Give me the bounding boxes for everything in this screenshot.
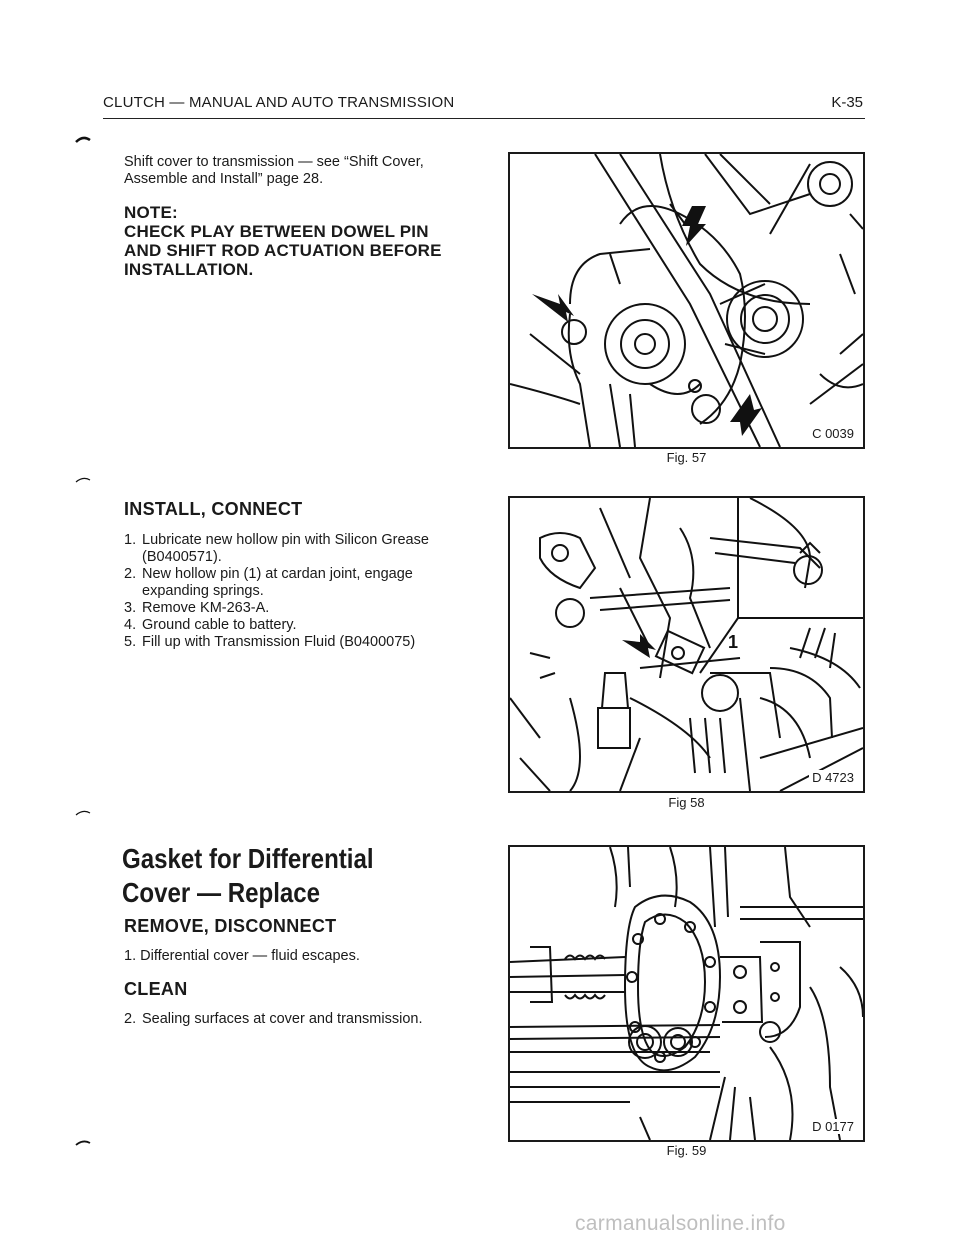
- figure-59-caption: Fig. 59: [666, 1143, 707, 1158]
- margin-bracket-icon: [75, 136, 91, 143]
- list-item: 1.Lubricate new hollow pin with Silicon …: [124, 532, 429, 565]
- shift-cover-text: Shift cover to transmission — see “Shift…: [124, 154, 424, 187]
- header-title: CLUTCH — MANUAL AND AUTO TRANSMISSION: [103, 94, 455, 111]
- figure-58-image: 1 D 4723: [508, 496, 865, 793]
- remove-disconnect-heading: REMOVE, DISCONNECT: [124, 916, 337, 936]
- margin-bracket-icon: [75, 810, 91, 816]
- list-item: 5.Fill up with Transmission Fluid (B0400…: [124, 634, 416, 650]
- section-title-line1: Gasket for Differential: [122, 843, 374, 874]
- note-text: CHECK PLAY BETWEEN DOWEL PIN AND SHIFT R…: [124, 222, 442, 279]
- figure-58-callout: 1: [728, 632, 738, 652]
- figure-57-caption: Fig. 57: [666, 450, 707, 465]
- margin-bracket-icon: [75, 1140, 91, 1146]
- differential-cover-drawing: [510, 847, 863, 1140]
- figure-58-caption: Fig 58: [668, 795, 705, 810]
- clean-heading: CLEAN: [124, 979, 188, 999]
- section-title-line2: Cover — Replace: [122, 877, 321, 908]
- pointer-arrow-icon: [622, 634, 656, 658]
- install-steps-list: 1.Lubricate new hollow pin with Silicon …: [124, 532, 444, 651]
- margin-bracket-icon: [75, 477, 91, 483]
- list-item: 4.Ground cable to battery.: [124, 617, 297, 633]
- install-connect-heading: INSTALL, CONNECT: [124, 499, 303, 519]
- clean-step: 2. Sealing surfaces at cover and transmi…: [124, 1011, 423, 1027]
- list-item: 2.New hollow pin (1) at cardan joint, en…: [124, 566, 413, 599]
- list-item: 3.Remove KM-263-A.: [124, 600, 270, 616]
- figure-58-code: D 4723: [809, 770, 857, 785]
- pointer-arrow-icon: [532, 206, 762, 436]
- figure-59-image: D 0177: [508, 845, 865, 1142]
- figure-57-image: C 0039: [508, 152, 865, 449]
- shift-cover-drawing: [510, 154, 863, 447]
- page-number: K-35: [831, 94, 863, 111]
- site-watermark: carmanualsonline.info: [575, 1212, 786, 1235]
- figure-59-code: D 0177: [809, 1119, 857, 1134]
- note-label: NOTE:: [124, 203, 178, 222]
- figure-57-code: C 0039: [809, 426, 857, 441]
- cardan-joint-drawing: 1: [510, 498, 863, 791]
- page-header: CLUTCH — MANUAL AND AUTO TRANSMISSION K-…: [103, 92, 865, 119]
- remove-step: 1. Differential cover — fluid escapes.: [124, 948, 360, 964]
